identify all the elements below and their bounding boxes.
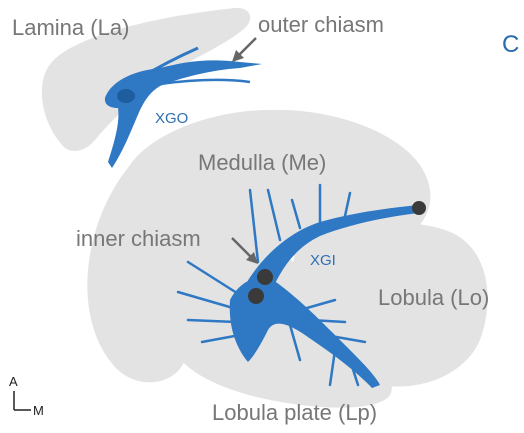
xgo-label: XGO xyxy=(155,110,188,127)
panel-letter: C xyxy=(502,31,519,58)
orientation-axes: A M xyxy=(9,374,44,418)
lamina-label: Lamina (La) xyxy=(12,15,129,40)
xgi-soma-2 xyxy=(248,288,264,304)
inner-chiasm-label: inner chiasm xyxy=(76,226,201,251)
xgo-soma xyxy=(117,89,135,103)
xgi-label: XGI xyxy=(310,252,336,269)
xgi-soma-3 xyxy=(412,201,426,215)
medulla-label: Medulla (Me) xyxy=(198,150,326,175)
outer-chiasm-label: outer chiasm xyxy=(258,12,384,37)
lobula-label: Lobula (Lo) xyxy=(378,285,489,310)
lobula-plate-label: Lobula plate (Lp) xyxy=(212,400,377,425)
axis-anterior-label: A xyxy=(9,374,18,389)
outer-chiasm-arrow xyxy=(238,38,256,56)
xgi-soma-1 xyxy=(257,269,273,285)
axis-medial-label: M xyxy=(33,403,44,418)
